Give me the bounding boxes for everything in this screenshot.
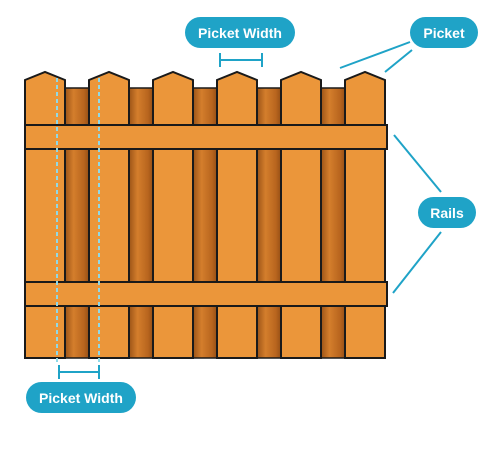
dimension-marker-top	[219, 53, 263, 67]
picket-width-label-bottom: Picket Width	[39, 390, 123, 406]
dimension-marker-bottom	[58, 365, 100, 379]
picket-width-callout-bottom: Picket Width	[26, 382, 136, 413]
top-rail	[24, 124, 388, 150]
picket-leader-line	[339, 41, 411, 69]
front-picket	[88, 70, 130, 359]
front-picket	[216, 70, 258, 359]
rails-label: Rails	[430, 205, 464, 221]
picket-callout: Picket	[410, 17, 478, 48]
rails-leader-line	[392, 231, 442, 294]
front-picket	[344, 70, 386, 359]
front-picket	[280, 70, 322, 359]
front-picket	[152, 70, 194, 359]
bottom-rail	[24, 281, 388, 307]
picket-width-label-top: Picket Width	[198, 25, 282, 41]
rails-callout: Rails	[418, 197, 476, 228]
front-picket	[24, 70, 66, 359]
picket-width-callout-top: Picket Width	[185, 17, 295, 48]
leader-lines	[339, 41, 442, 294]
picket-leader-line	[384, 49, 413, 73]
picket-label: Picket	[423, 25, 465, 41]
rails-leader-line	[393, 134, 442, 193]
